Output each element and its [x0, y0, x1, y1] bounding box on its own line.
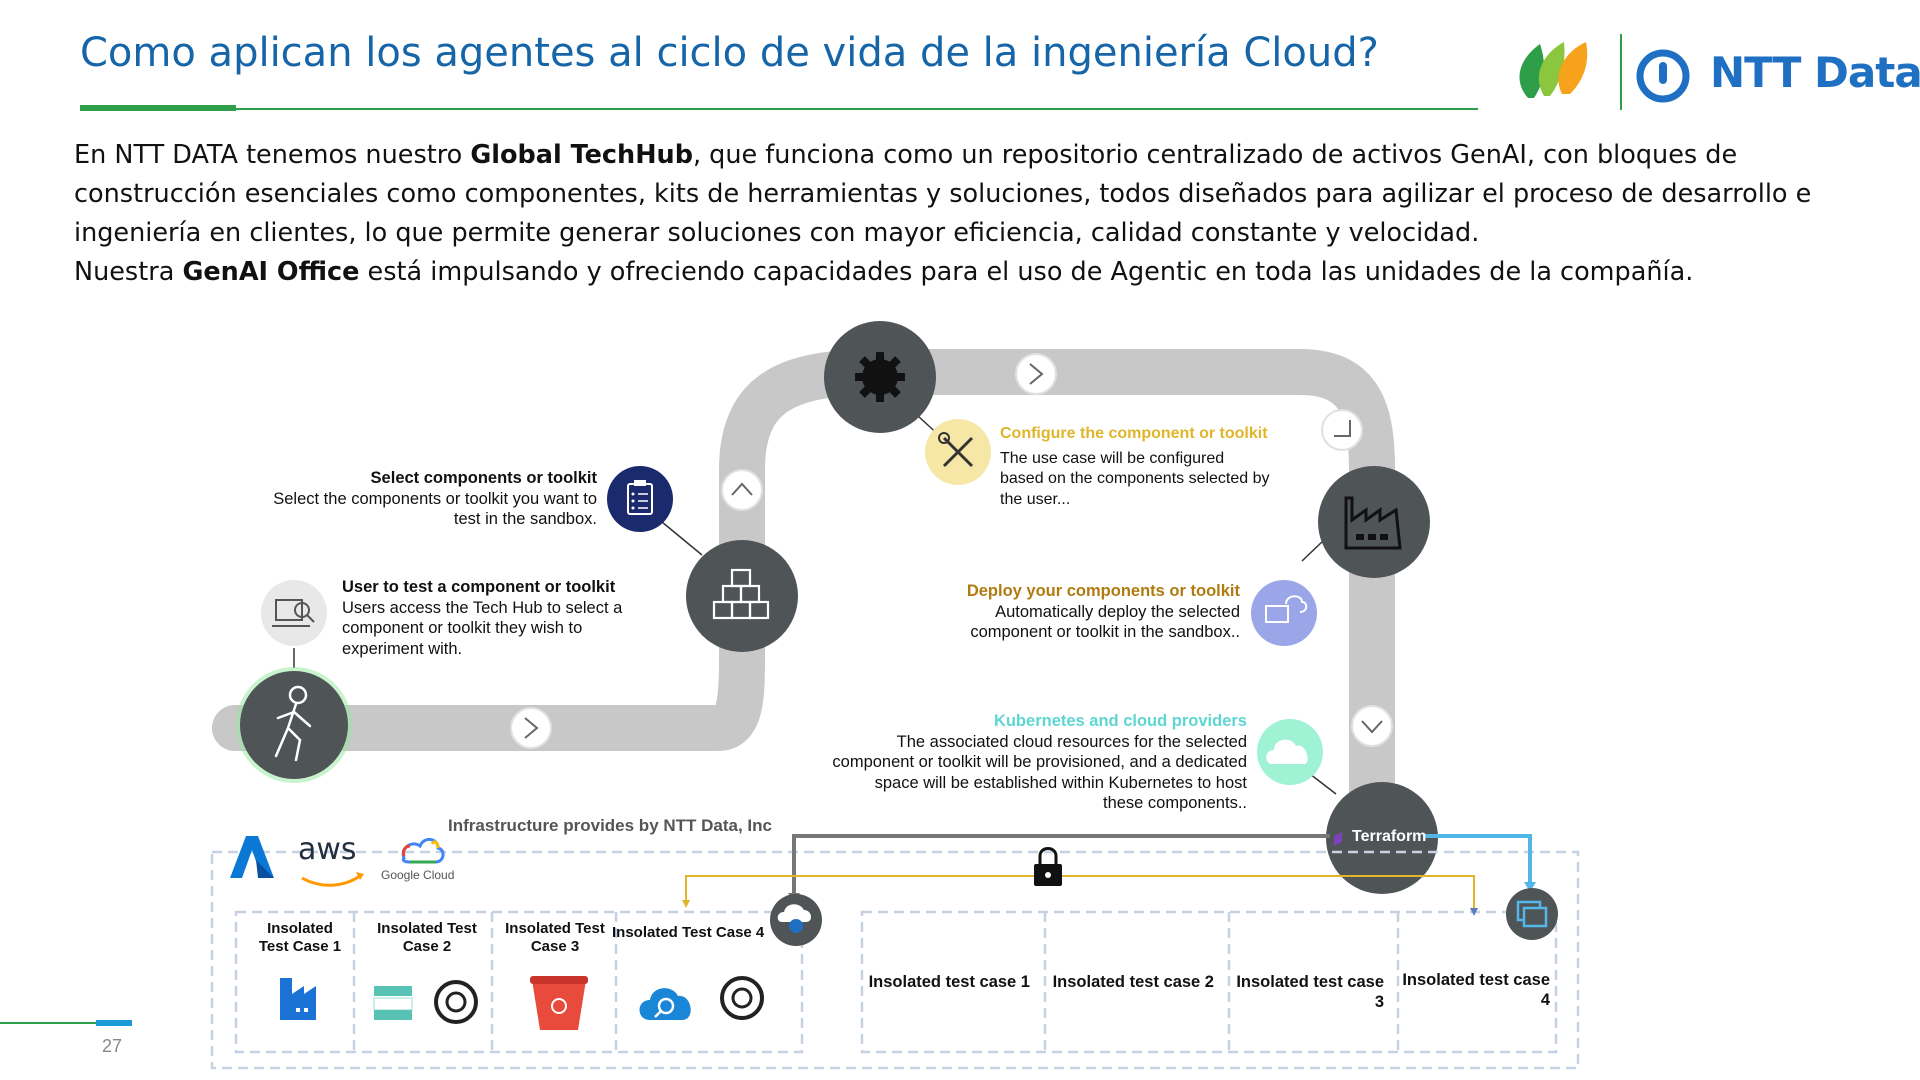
boxes-stack-icon: [686, 540, 798, 652]
step-configure-body: The use case will be configured based on…: [1000, 449, 1270, 508]
infra-title: Infrastructure provides by NTT Data, Inc: [447, 816, 772, 835]
step-configure: Configure the component or toolkit The u…: [1000, 424, 1270, 510]
title-underline-accent: [80, 105, 236, 111]
test-case-label: Insolated test case 1: [868, 973, 1030, 991]
aws-logo-text: aws: [298, 832, 357, 867]
step-kubernetes-body: The associated cloud resources for the s…: [832, 732, 1247, 813]
cloud-network-icon: [770, 894, 822, 946]
test-case-label: Insolated Test Case 1: [258, 920, 342, 955]
intro-text: En NTT DATA tenemos nuestro Global TechH…: [74, 136, 1874, 292]
page-title: Como aplican los agentes al ciclo de vid…: [80, 30, 1379, 76]
footer-accent: [96, 1020, 132, 1026]
step-user-title: User to test a component or toolkit: [342, 578, 616, 596]
terraform-label: Terraform: [1352, 828, 1427, 845]
container-icon: [1506, 888, 1558, 940]
google-cloud-logo-text: Google Cloud: [381, 868, 455, 882]
storage-table-icon: [373, 986, 413, 1020]
footer-line: [0, 1022, 96, 1024]
lock-icon: [1034, 847, 1062, 886]
azure-logo-icon: [230, 836, 274, 878]
step-kubernetes-title: Kubernetes and cloud providers: [993, 712, 1247, 730]
terraform-node: [1326, 782, 1438, 894]
test-case-label: Insolated Test Case 3: [505, 920, 605, 955]
step-configure-title: Configure the component or toolkit: [1000, 425, 1268, 442]
openai-logo-icon: [434, 980, 478, 1024]
test-case-label: Insolated test case 4: [1402, 971, 1550, 1009]
cloud-deploy-icon: [1251, 580, 1317, 646]
step-select-body: Select the components or toolkit you wan…: [273, 489, 597, 529]
step-deploy-body: Automatically deploy the selected compon…: [970, 602, 1240, 642]
gear-icon: [824, 321, 936, 433]
slide-number: 27: [102, 1036, 123, 1056]
test-case-label: Insolated test case 2: [1052, 973, 1214, 991]
clipboard-icon: [607, 466, 673, 532]
global-techhub-highlight: Global TechHub: [470, 140, 693, 170]
logo-divider: [1620, 34, 1622, 110]
azure-factory-icon: [280, 978, 316, 1020]
cloud-search-icon: [639, 988, 691, 1020]
chevron-up-icon: [721, 469, 763, 511]
step-user-body: Users access the Tech Hub to select a co…: [342, 598, 623, 658]
intro-paragraph-1: En NTT DATA tenemos nuestro Global TechH…: [74, 140, 1812, 248]
title-underline: [80, 108, 1478, 110]
chevron-down-icon: [1351, 705, 1393, 747]
chevron-right-icon: [510, 707, 552, 749]
user-search-icon: [261, 580, 327, 646]
intro-paragraph-2: Nuestra GenAI Office está impulsando y o…: [74, 257, 1694, 287]
step-kubernetes: Kubernetes and cloud providers The assoc…: [832, 711, 1247, 814]
step-select-components: Select components or toolkit Select the …: [270, 468, 597, 530]
cloud-icon: [1257, 719, 1323, 785]
genai-office-highlight: GenAI Office: [182, 257, 360, 287]
tools-icon: [925, 419, 991, 485]
openai-logo-icon: [720, 976, 764, 1020]
step-deploy: Deploy your components or toolkit Automa…: [950, 581, 1240, 643]
test-case-label: Insolated Test Case 4: [612, 924, 765, 941]
chevron-right-icon: [1015, 353, 1057, 395]
step-user-test: User to test a component or toolkit User…: [342, 577, 642, 659]
test-case-label: Insolated test case 3: [1236, 973, 1384, 1011]
walking-person-icon: [236, 667, 352, 783]
step-deploy-title: Deploy your components or toolkit: [966, 582, 1240, 600]
step-select-title: Select components or toolkit: [370, 469, 597, 487]
storage-bucket-icon: [530, 976, 588, 1030]
chevron-corner-icon: [1321, 409, 1363, 451]
test-case-label: Insolated Test Case 2: [377, 920, 477, 955]
ntt-data-logo-text: NTT Data: [1710, 48, 1920, 97]
factory-icon: [1318, 466, 1430, 578]
google-cloud-logo-icon: [401, 838, 445, 864]
aws-smile-icon: [301, 874, 361, 887]
workflow-path: [212, 349, 1395, 863]
